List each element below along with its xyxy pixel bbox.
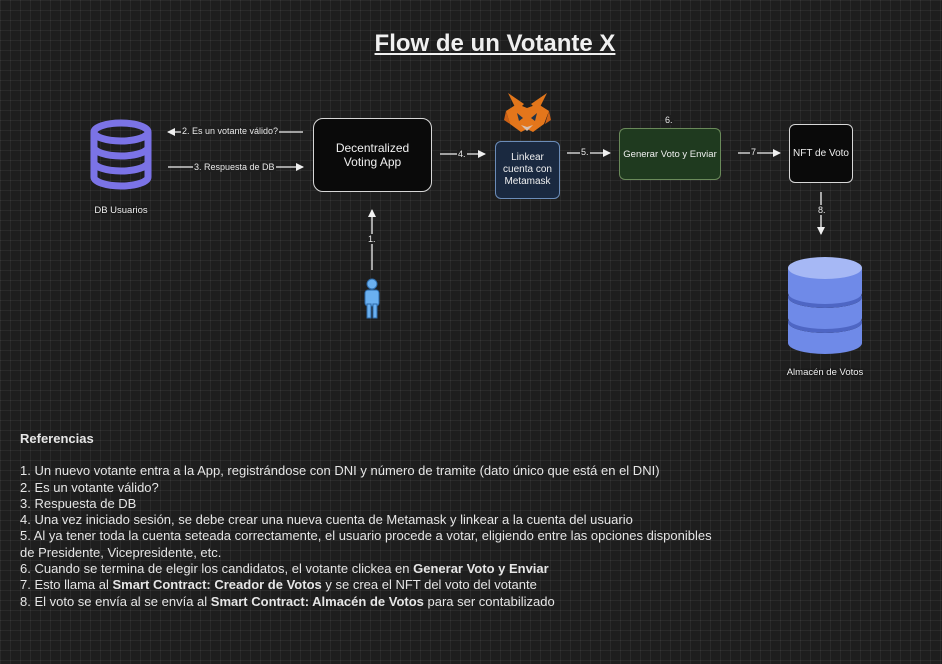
edge-3-label: 3. Respuesta de DB [193,162,276,172]
reference-item-5: 5. Al ya tener toda la cuenta seteada co… [20,528,712,560]
storage-cylinder-icon [788,257,862,354]
references-title: Referencias [20,431,94,446]
edge-8-label: 8. [817,205,827,215]
metamask-link-node[interactable]: Linkear cuenta con Metamask [495,141,560,199]
edge-1-label: 1. [367,234,377,244]
reference-item-2: 2. Es un votante válido? [20,479,159,495]
voting-app-node[interactable]: Decentralized Voting App [313,118,432,192]
metamask-fox-icon [504,93,551,132]
references-section: Referencias 1. Un nuevo votante entra a … [20,431,720,610]
reference-item-8: 8. El voto se envía al se envía al Smart… [20,593,555,609]
reference-item-3: 3. Respuesta de DB [20,495,137,511]
diagram-title: Flow de un Votante X [374,30,616,57]
edge-6-label: 6. [664,115,674,125]
almacen-votos-label: Almacén de Votos [786,367,864,378]
user-icon [364,278,380,319]
db-usuarios-label: DB Usuarios [94,205,148,216]
reference-item-6: 6. Cuando se termina de elegir los candi… [20,561,549,577]
edge-4-label: 4. [457,149,467,159]
edge-2-label: 2. Es un votante válido? [181,126,280,136]
reference-item-7: 7. Esto llama al Smart Contract: Creador… [20,577,537,593]
database-icon [90,119,152,190]
nft-voto-node[interactable]: NFT de Voto [789,124,853,183]
reference-item-1: 1. Un nuevo votante entra a la App, regi… [20,463,660,479]
edge-5-label: 5. [580,147,590,157]
edge-7-label: 7 [750,147,758,157]
reference-item-4: 4. Una vez iniciado sesión, se debe crea… [20,512,633,528]
generar-voto-node[interactable]: Generar Voto y Enviar [619,128,721,180]
